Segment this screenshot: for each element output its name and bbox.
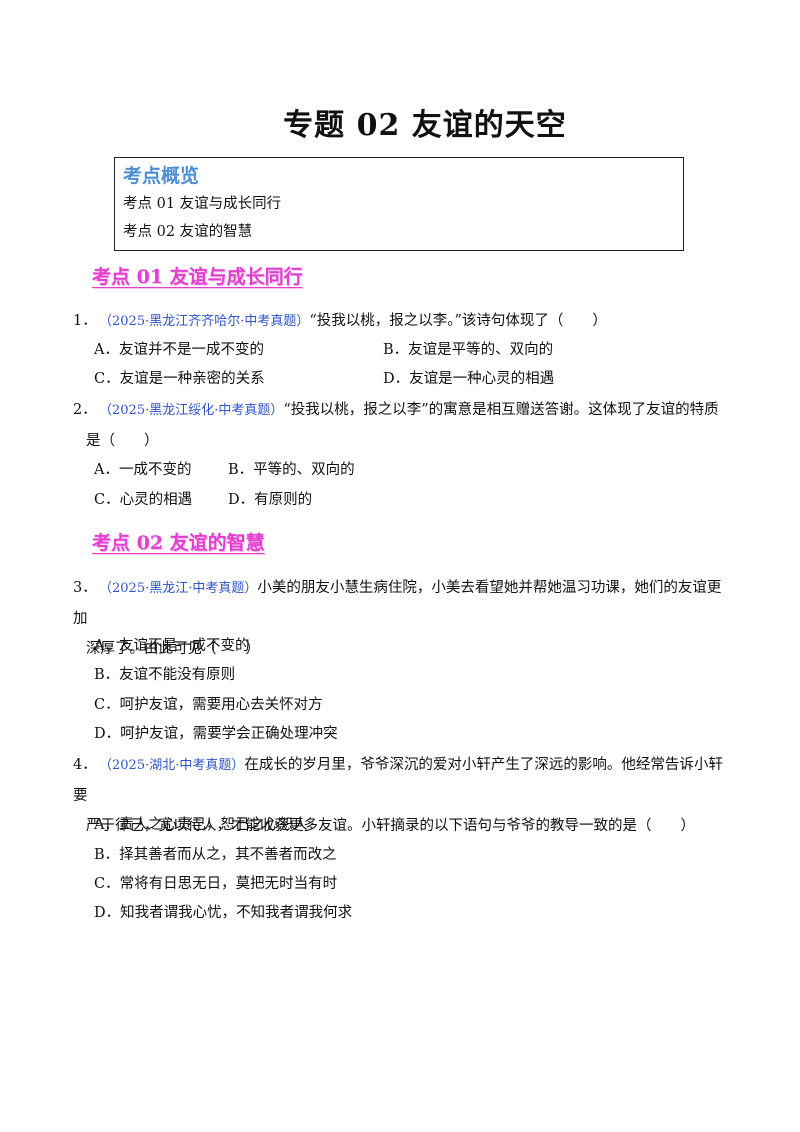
overview-box: 考点概览 考点 01 友谊与成长同行 考点 02 友谊的智慧 xyxy=(114,157,684,251)
question-source: （2025·黑龙江绥化·中考真题） xyxy=(99,403,284,418)
option-c: C．友谊是一种亲密的关系 xyxy=(94,371,265,387)
question: 2．（2025·黑龙江绥化·中考真题）“投我以桃，报之以李”的寓意是相互赠送答谢… xyxy=(73,395,733,456)
option-a: A．友谊并不是一成不变的 xyxy=(94,342,264,358)
option-b: B．平等的、双向的 xyxy=(228,462,355,478)
question-number: 2． xyxy=(73,402,97,418)
option-d: D．知我者谓我心忧，不知我者谓我何求 xyxy=(94,905,353,921)
option-d: D．友谊是一种心灵的相遇 xyxy=(383,371,555,387)
question: 4．（2025·湖北·中考真题）在成长的岁月里，爷爷深沉的爱对小轩产生了深远的影… xyxy=(73,750,733,841)
question-stem: 1．（2025·黑龙江齐齐哈尔·中考真题）“投我以桃，报之以李。”该诗句体现了（… xyxy=(73,306,733,337)
section-heading: 考点 01 友谊与成长同行 xyxy=(92,266,303,288)
question-source: （2025·湖北·中考真题） xyxy=(99,758,245,773)
option-c: C．心灵的相遇 xyxy=(94,492,193,508)
option-a: A．一成不变的 xyxy=(94,462,192,478)
question-text-continued: 严于律己，宽以待人，才能收获更多友谊。小轩摘录的以下语句与爷爷的教导一致的是（ … xyxy=(86,818,695,834)
option-d: D．呵护友谊，需要学会正确处理冲突 xyxy=(94,726,338,742)
option-c: C．呵护友谊，需要用心去关怀对方 xyxy=(94,697,323,713)
question-text-continued: 深厚了。由此可见（ ） xyxy=(86,641,260,657)
page-title: 专题 02 友谊的天空 xyxy=(283,108,567,143)
option-b: B．择其善者而从之，其不善者而改之 xyxy=(94,847,337,863)
overview-item: 考点 01 友谊与成长同行 xyxy=(123,196,282,212)
question: 3．（2025·黑龙江·中考真题）小美的朋友小慧生病住院，小美去看望她并帮她温习… xyxy=(73,573,733,664)
option-a: A．责人之心责己，恕己之心恕人 xyxy=(94,817,308,833)
question-number: 4． xyxy=(73,757,97,773)
overview-heading: 考点概览 xyxy=(123,165,200,187)
question-number: 1． xyxy=(73,313,97,329)
question-text: 在成长的岁月里，爷爷深沉的爱对小轩产生了深远的影响。他经常告诉小轩要 xyxy=(73,757,723,804)
question-stem: 2．（2025·黑龙江绥化·中考真题）“投我以桃，报之以李”的寓意是相互赠送答谢… xyxy=(73,395,733,426)
option-b: B．友谊不能没有原则 xyxy=(94,667,236,683)
question-text: 小美的朋友小慧生病住院，小美去看望她并帮她温习功课，她们的友谊更加 xyxy=(73,580,722,627)
option-b: B．友谊是平等的、双向的 xyxy=(383,342,554,358)
question-text-continued: 是（ ） xyxy=(86,433,159,449)
question-text: “投我以桃，报之以李。”该诗句体现了（ ） xyxy=(309,313,607,329)
option-a: A．友谊不是一成不变的 xyxy=(94,638,250,654)
question-source: （2025·黑龙江齐齐哈尔·中考真题） xyxy=(99,314,310,329)
question-text: “投我以桃，报之以李”的寓意是相互赠送答谢。这体现了友谊的特质 xyxy=(283,402,719,418)
question-stem: 4．（2025·湖北·中考真题）在成长的岁月里，爷爷深沉的爱对小轩产生了深远的影… xyxy=(73,750,733,811)
question: 1．（2025·黑龙江齐齐哈尔·中考真题）“投我以桃，报之以李。”该诗句体现了（… xyxy=(73,306,733,337)
question-stem: 3．（2025·黑龙江·中考真题）小美的朋友小慧生病住院，小美去看望她并帮她温习… xyxy=(73,573,733,634)
section-heading: 考点 02 友谊的智慧 xyxy=(92,532,265,554)
option-d: D．有原则的 xyxy=(228,492,313,508)
question-number: 3． xyxy=(73,580,97,596)
option-c: C．常将有日思无日，莫把无时当有时 xyxy=(94,876,338,892)
overview-item: 考点 02 友谊的智慧 xyxy=(123,224,253,240)
question-source: （2025·黑龙江·中考真题） xyxy=(99,581,258,596)
